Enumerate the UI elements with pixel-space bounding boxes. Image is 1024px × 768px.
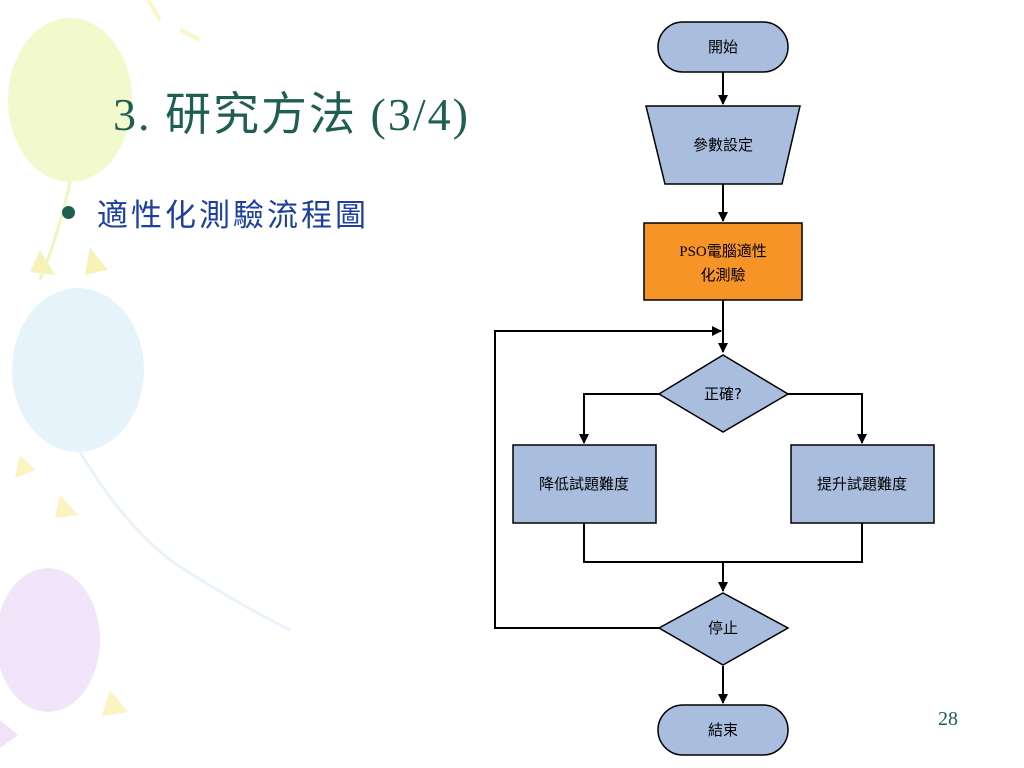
node-pso-label-line1: PSO電腦適性 (679, 242, 767, 260)
node-stop-label: 停止 (708, 619, 738, 637)
node-params-label: 參數設定 (693, 136, 753, 154)
node-raise-label: 提升試題難度 (817, 475, 907, 493)
edge-correct-raise (788, 393, 867, 444)
connectors (494, 72, 867, 704)
node-start-label: 開始 (708, 38, 738, 56)
node-correct-label: 正確? (704, 385, 742, 403)
node-params: 參數設定 (645, 105, 801, 185)
edge-correct-lower (579, 393, 659, 444)
bullet-text: 適性化測驗流程圖 (97, 198, 369, 234)
node-start: 開始 (657, 21, 789, 73)
node-pso-label-line2: 化測驗 (700, 266, 745, 284)
slide-title: 3. 研究方法 (3/4) (113, 89, 470, 140)
node-end: 結束 (657, 704, 789, 756)
node-correct: 正確? (657, 354, 790, 433)
node-pso: PSO電腦適性 化測驗 (643, 222, 803, 301)
edge-lower-merge (583, 523, 863, 563)
edge-stop-loop (494, 326, 722, 629)
page-number: 28 (938, 708, 958, 730)
bullet-item: 適性化測驗流程圖 (62, 190, 369, 235)
bullet-dot-icon (62, 206, 75, 219)
node-stop: 停止 (657, 592, 790, 666)
node-lower-label: 降低試題難度 (539, 475, 629, 493)
node-raise: 提升試題難度 (790, 444, 935, 524)
node-lower: 降低試題難度 (512, 444, 657, 524)
balloon-decoration (0, 0, 291, 748)
node-end-label: 結束 (708, 721, 738, 739)
